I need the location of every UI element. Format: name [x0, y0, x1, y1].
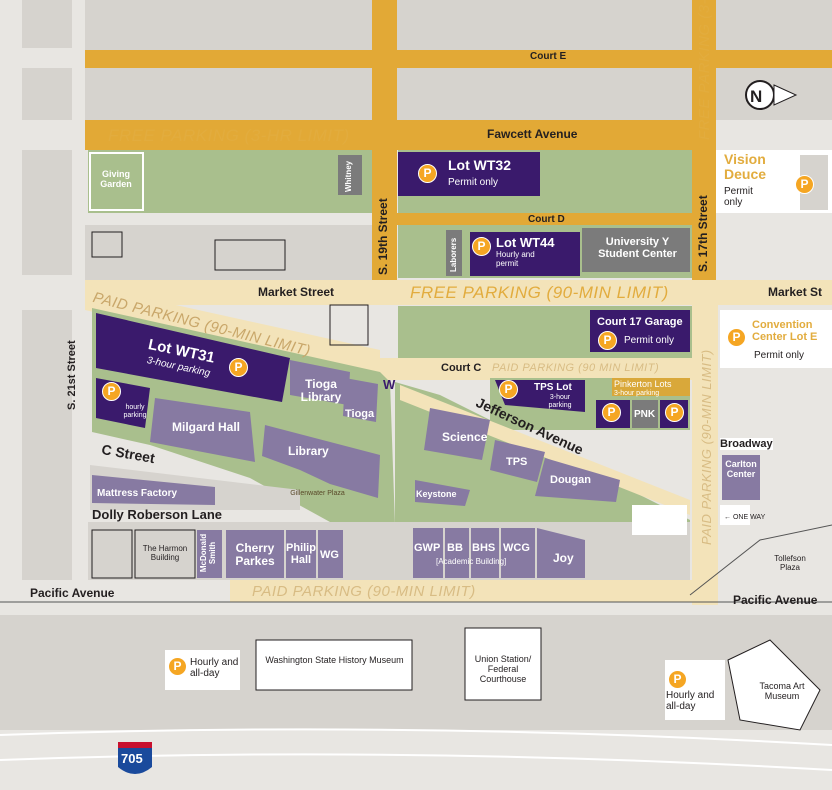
parking-icon: P: [168, 657, 187, 676]
laborers: Laborers: [449, 237, 458, 272]
street-s21: S. 21st Street: [66, 340, 78, 410]
street-pacific-right: Pacific Avenue: [733, 593, 818, 607]
lot-pinkerton[interactable]: Pinkerton Lots: [614, 379, 672, 389]
street-fawcett: Fawcett Avenue: [487, 127, 578, 141]
keystone: Keystone: [416, 489, 457, 499]
north-label: N: [750, 87, 763, 106]
convention-sub: Permit only: [754, 350, 805, 361]
street-court-d: Court D: [528, 214, 565, 225]
one-way-label: ONE WAY: [732, 514, 766, 521]
harmon-building: The Harmon Building: [142, 544, 188, 562]
philip-hall: Philip Hall: [286, 542, 316, 567]
zone-free-90: FREE PARKING (90-MIN LIMIT): [410, 283, 669, 302]
street-pacific-left: Pacific Avenue: [30, 586, 115, 600]
tioga: Tioga: [345, 408, 375, 420]
lot-tps[interactable]: TPS Lot: [534, 382, 572, 393]
tps: TPS: [506, 456, 528, 468]
gillenwater-plaza: Gillenwater Plaza: [290, 490, 345, 497]
street-s17: S. 17th Street: [696, 195, 710, 272]
bhs: BHS: [472, 542, 496, 554]
interstate-705-label: 705: [121, 751, 143, 766]
wshm: Washington State History Museum: [265, 655, 404, 665]
whitney: Whitney: [344, 160, 353, 192]
tollefson-plaza: Tollefson Plaza: [774, 554, 806, 572]
parking-icon: P: [229, 358, 248, 377]
mattress-factory: Mattress Factory: [97, 488, 178, 499]
milgard-hall: Milgard Hall: [172, 420, 241, 434]
pnk: PNK: [634, 409, 656, 420]
uw-logo: W: [383, 377, 396, 392]
parking-icon: P: [665, 403, 684, 422]
science: Science: [442, 430, 488, 444]
lot-hourly-right[interactable]: Hourly and all-day: [666, 690, 715, 712]
street-s19: S. 19th Street: [376, 198, 390, 275]
lot-wt32-sub: Permit only: [448, 177, 499, 188]
parking-icon: P: [602, 403, 621, 422]
zone-paid-court-c: PAID PARKING (90 MIN LIMIT): [492, 362, 660, 374]
bb: BB: [447, 542, 463, 554]
parking-icon: P: [499, 380, 518, 399]
gwp: GWP: [414, 542, 441, 554]
lot-wt44[interactable]: Lot WT44: [496, 235, 555, 250]
carlton-center: Carlton Center: [725, 459, 757, 479]
campus-buildings: [92, 360, 760, 578]
lot-hourly-left[interactable]: Hourly and all-day: [190, 657, 239, 679]
cherry-parkes: Cherry Parkes: [235, 541, 275, 569]
tacoma-art-museum: Tacoma Art Museum: [759, 681, 805, 701]
pinkerton-label-bg: [612, 378, 690, 396]
lot-court-17-garage[interactable]: Court 17 Garage: [597, 316, 683, 328]
academic-building: [Academic Building]: [436, 557, 507, 566]
lot-wt44-sub: Hourly and permit: [496, 250, 535, 268]
parking-icon: P: [472, 237, 491, 256]
street-court-c: Court C: [441, 362, 482, 374]
street-dolly-roberson: Dolly Roberson Lane: [92, 507, 223, 522]
parking-icon: P: [598, 331, 617, 350]
zone-paid-bottom: PAID PARKING (90-MIN LIMIT): [252, 583, 476, 600]
mcdonald-smith: McDonald Smith: [199, 533, 217, 573]
street-broadway: Broadway: [720, 438, 773, 451]
lot-tps-sub: 3-hour parking: [548, 394, 572, 409]
giving-garden: Giving Garden: [100, 169, 132, 189]
street-court-e: Court E: [530, 51, 567, 62]
lot-convention-center-e[interactable]: Convention Center Lot E: [752, 319, 818, 344]
parking-icon: P: [418, 164, 437, 183]
lot-vision-deuce[interactable]: Vision Deuce: [724, 151, 767, 183]
lot-hourly[interactable]: hourly parking: [123, 404, 147, 419]
paid-parking-streets: [85, 280, 832, 605]
union-station: Union Station/ Federal Courthouse: [474, 654, 532, 684]
court17-sub: Permit only: [624, 335, 675, 346]
street-market-right: Market St: [768, 285, 823, 299]
wcg: WCG: [503, 542, 530, 554]
dougan: Dougan: [550, 474, 591, 486]
zone-free-3hr: FREE PARKING (3-HR LIMIT): [108, 126, 350, 145]
parking-icon: P: [727, 328, 746, 347]
vision-sub: Permit only: [724, 186, 753, 208]
parking-icon: P: [102, 382, 121, 401]
library: Library: [288, 444, 329, 458]
lot-pinkerton-sub: 3-hour parking: [614, 390, 660, 397]
parking-icon: P: [668, 670, 687, 689]
zone-s17-free: FREE PARKING (3-HR LIMIT): [696, 0, 713, 140]
one-way-sign: ← ONE WAY: [724, 514, 766, 521]
joy: Joy: [553, 551, 574, 565]
parking-icon: P: [795, 175, 814, 194]
street-market: Market Street: [258, 285, 335, 299]
lot-wt32[interactable]: Lot WT32: [448, 157, 511, 173]
interstate-shield: [118, 745, 152, 774]
university-y: University Y Student Center: [598, 236, 677, 261]
giving-garden-outline: [89, 152, 144, 211]
tioga-library: Tioga Library: [300, 377, 342, 405]
zone-paid-right: PAID PARKING (90-MIN LIMIT): [699, 349, 714, 545]
free-parking-streets: [85, 0, 832, 282]
wg: WG: [320, 549, 339, 561]
